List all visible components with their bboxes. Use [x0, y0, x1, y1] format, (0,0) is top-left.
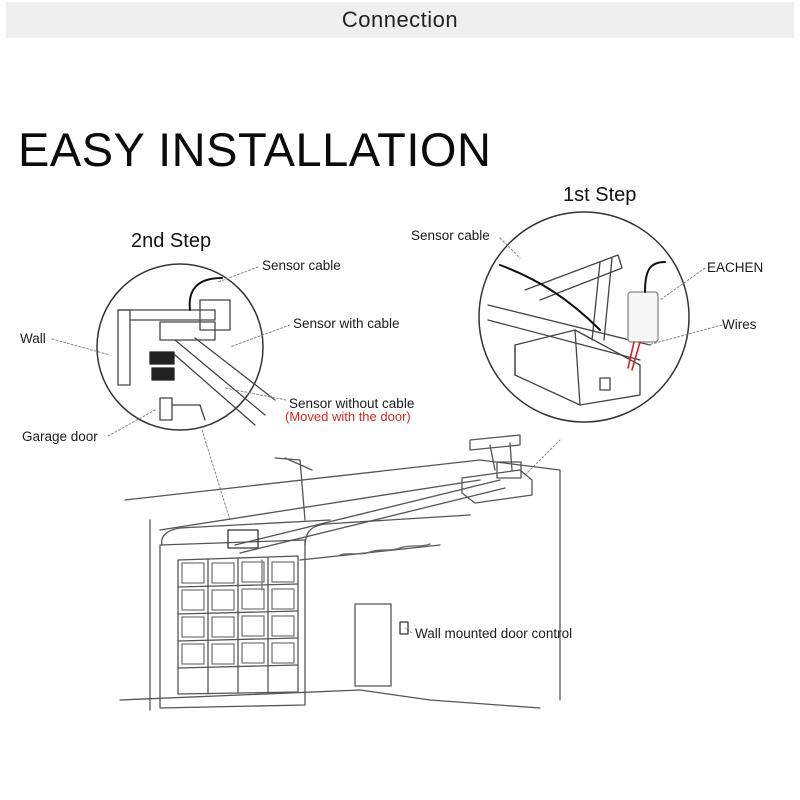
wall-label: Wall [20, 331, 46, 346]
header-title: Connection [341, 7, 459, 32]
step2-detail-circle [96, 263, 276, 431]
headline: EASY INSTALLATION [18, 123, 492, 176]
leader-lines [51, 237, 723, 634]
garage-scene [119, 434, 561, 711]
sensor-with-cable-label: Sensor with cable [293, 316, 400, 331]
step1-title: 1st Step [563, 184, 637, 206]
step2-sensor-cable-label: Sensor cable [262, 258, 341, 273]
sensor-without-cable-label: Sensor without cable [289, 396, 415, 411]
step1-sensor-cable-label: Sensor cable [411, 228, 490, 243]
garage-door-label: Garage door [22, 429, 98, 444]
header-bar: Connection [6, 2, 794, 38]
step2-title: 2nd Step [131, 230, 212, 252]
eachen-label: EACHEN [707, 260, 764, 275]
step1-detail-circle [478, 211, 690, 423]
moved-with-door-note: (Moved with the door) [285, 409, 411, 424]
wall-door-control-label: Wall mounted door control [415, 626, 573, 641]
wires-label: Wires [722, 317, 757, 332]
